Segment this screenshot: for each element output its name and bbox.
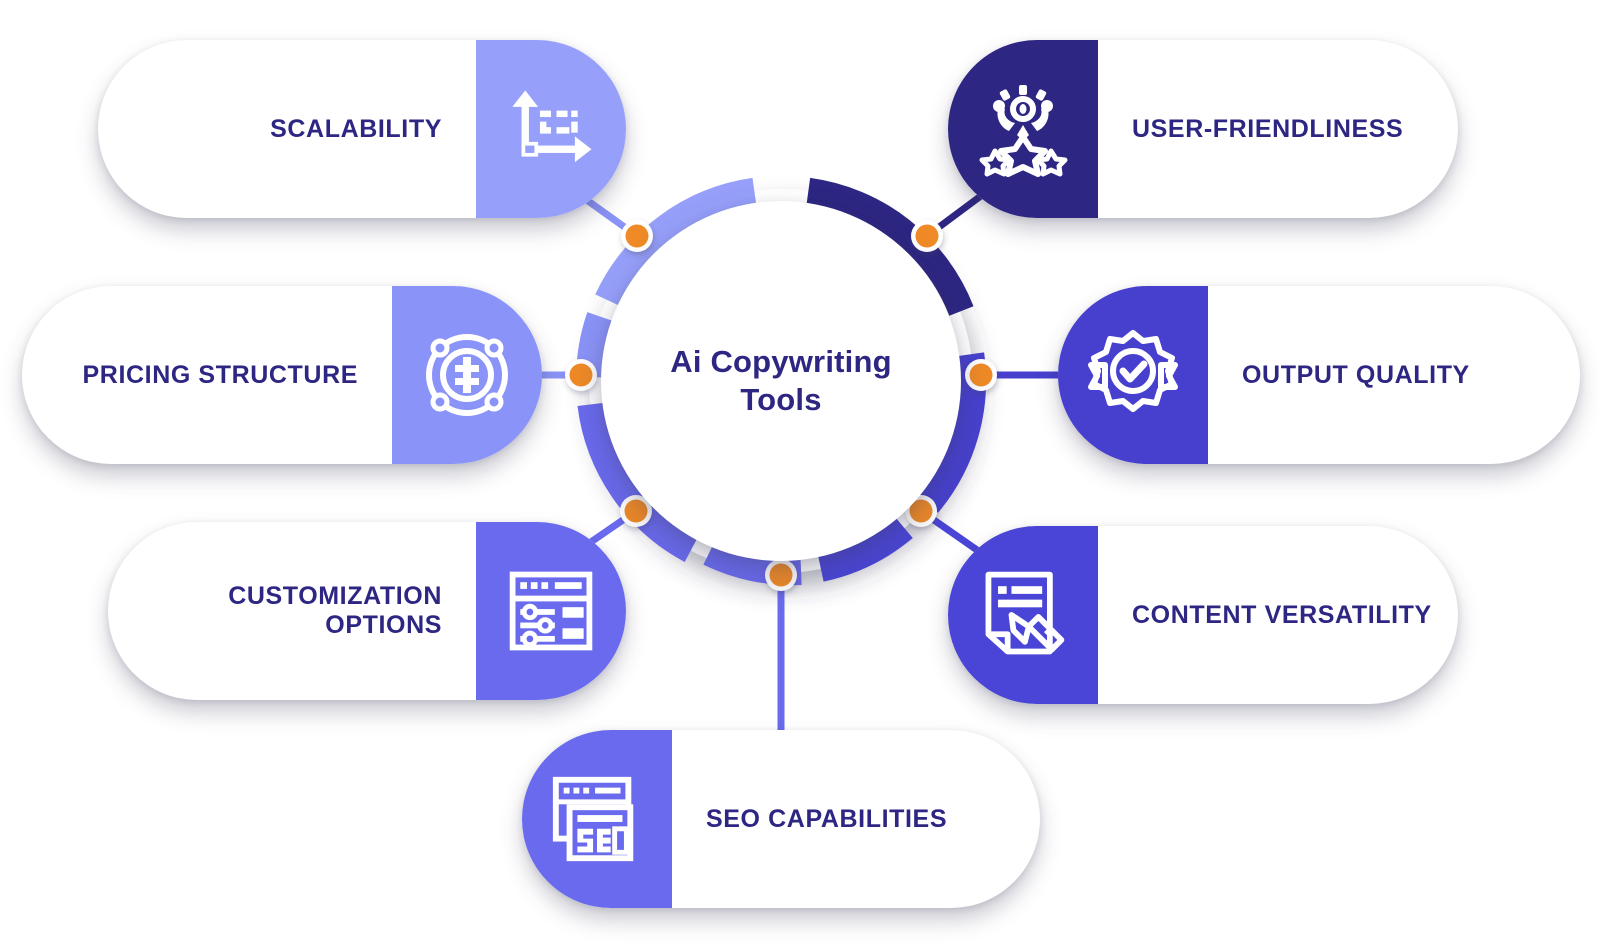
- dollar-coin-network-icon: [392, 286, 542, 464]
- ring-segment-user-friendliness: [806, 177, 974, 316]
- node-label-customization-options: CUSTOMIZATION OPTIONS: [228, 582, 442, 639]
- node-label-content-versatility: CONTENT VERSATILITY: [1132, 600, 1432, 629]
- connector-dot-pricing-structure: [565, 359, 597, 391]
- ring-segment-content-versatility: [817, 517, 913, 582]
- connector-dot-user-friendliness: [911, 220, 943, 252]
- ring-segment-scalability: [595, 177, 757, 306]
- node-customization-options[interactable]: CUSTOMIZATION OPTIONS: [108, 522, 626, 700]
- node-user-friendliness[interactable]: USER-FRIENDLINESS: [948, 40, 1458, 218]
- node-label-scalability: SCALABILITY: [270, 114, 442, 143]
- connector-dot-scalability: [621, 220, 653, 252]
- ring-segment-customization-options: [577, 402, 698, 562]
- node-label-seo-capabilities: SEO CAPABILITIES: [706, 804, 948, 833]
- node-output-quality[interactable]: OUTPUT QUALITY: [1058, 286, 1580, 464]
- connector-dots: [565, 220, 997, 591]
- node-seo-capabilities[interactable]: SEO CAPABILITIES: [522, 730, 1040, 908]
- node-pricing-structure[interactable]: PRICING STRUCTURE: [22, 286, 542, 464]
- connector-dot-seo-capabilities: [765, 559, 797, 591]
- celebrating-person-stars-icon: [948, 40, 1098, 218]
- connector-dot-output-quality: [965, 359, 997, 391]
- quality-badge-check-icon: [1058, 286, 1208, 464]
- node-content-versatility[interactable]: CONTENT VERSATILITY: [948, 526, 1458, 704]
- growth-chart-icon: [476, 40, 626, 218]
- node-label-pricing-structure: PRICING STRUCTURE: [82, 360, 358, 389]
- node-scalability[interactable]: SCALABILITY: [98, 40, 626, 218]
- node-label-user-friendliness: USER-FRIENDLINESS: [1132, 114, 1404, 143]
- ring-segments: [576, 177, 987, 586]
- seo-browser-window-icon: [522, 730, 672, 908]
- document-pencil-icon: [948, 526, 1098, 704]
- settings-sliders-icon: [476, 522, 626, 700]
- page-title: Ai Copywriting Tools: [670, 344, 892, 417]
- center-hub: Ai Copywriting Tools: [601, 201, 961, 561]
- connector-dot-customization-options: [620, 495, 652, 527]
- node-label-output-quality: OUTPUT QUALITY: [1242, 360, 1470, 389]
